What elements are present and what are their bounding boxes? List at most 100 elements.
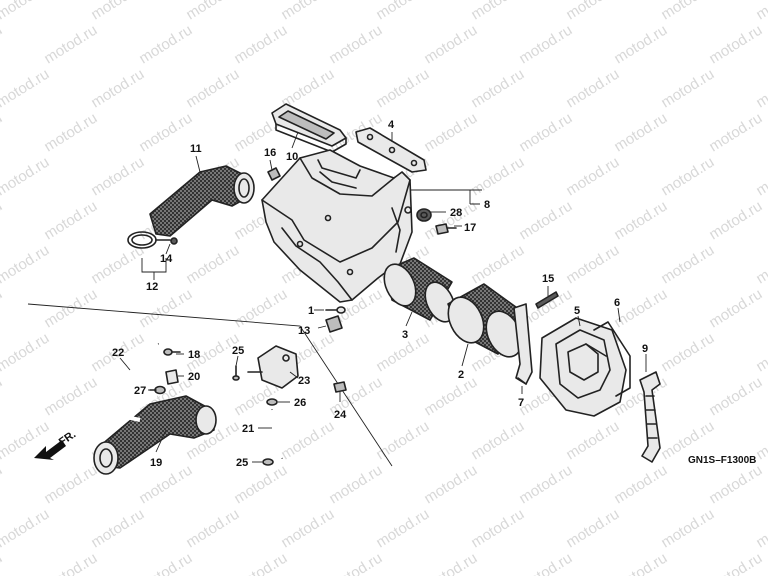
hose-clamp-part bbox=[127, 231, 178, 249]
callout-26: 26 bbox=[294, 397, 306, 409]
watermark-text: motod.ru bbox=[516, 550, 575, 576]
callout-18: 18 bbox=[188, 349, 200, 361]
watermark-text: motod.ru bbox=[563, 506, 622, 552]
watermark-text: motod.ru bbox=[706, 286, 765, 332]
watermark-text: motod.ru bbox=[0, 198, 5, 244]
callout-28: 28 bbox=[450, 207, 462, 219]
clip-25-lower-part bbox=[262, 458, 274, 466]
callout-1: 1 bbox=[308, 305, 314, 317]
watermark-text: motod.ru bbox=[326, 550, 385, 576]
watermark-text: motod.ru bbox=[183, 0, 242, 23]
watermark-text: motod.ru bbox=[658, 66, 717, 112]
watermark-text: motod.ru bbox=[136, 550, 195, 576]
watermark-text: motod.ru bbox=[231, 22, 290, 68]
callout-4: 4 bbox=[388, 119, 395, 131]
callout-2: 2 bbox=[458, 369, 464, 381]
watermark-text: motod.ru bbox=[0, 154, 52, 200]
watermark-text: motod.ru bbox=[421, 22, 480, 68]
callout-22: 22 bbox=[112, 347, 124, 359]
watermark-text: motod.ru bbox=[706, 374, 765, 420]
watermark-text: motod.ru bbox=[183, 66, 242, 112]
watermark-text: motod.ru bbox=[41, 286, 100, 332]
watermark-text: motod.ru bbox=[326, 462, 385, 508]
callout-17: 17 bbox=[464, 222, 476, 234]
watermark-text: motod.ru bbox=[706, 110, 765, 156]
callout-25-upper: 25 bbox=[232, 345, 244, 357]
watermark-text: motod.ru bbox=[0, 330, 52, 376]
watermark-text: motod.ru bbox=[563, 0, 622, 23]
mounting-bracket-part bbox=[355, 127, 427, 173]
watermark-text: motod.ru bbox=[373, 506, 432, 552]
callout-14: 14 bbox=[160, 253, 173, 265]
watermark-text: motod.ru bbox=[421, 374, 480, 420]
watermark-text: motod.ru bbox=[611, 110, 670, 156]
watermark-text: motod.ru bbox=[0, 286, 5, 332]
watermark-text: motod.ru bbox=[611, 550, 670, 576]
watermark-text: motod.ru bbox=[278, 506, 337, 552]
watermark-text: motod.ru bbox=[611, 22, 670, 68]
watermark-text: motod.ru bbox=[753, 154, 768, 200]
clip-25-upper-part bbox=[232, 365, 240, 381]
callout-10: 10 bbox=[286, 151, 298, 163]
clip-26-part bbox=[266, 398, 278, 406]
callout-5: 5 bbox=[574, 305, 580, 317]
clip-18-part bbox=[163, 348, 181, 356]
watermark-text: motod.ru bbox=[0, 550, 5, 576]
band-strap-part bbox=[513, 303, 533, 385]
callout-13: 13 bbox=[298, 325, 310, 337]
top-cover-part bbox=[271, 103, 347, 153]
watermark-text: motod.ru bbox=[658, 330, 717, 376]
watermark-text: motod.ru bbox=[753, 242, 768, 288]
watermark-text: motod.ru bbox=[706, 550, 765, 576]
callout-3: 3 bbox=[402, 329, 408, 341]
bolt-part bbox=[267, 167, 281, 181]
watermark-text: motod.ru bbox=[753, 330, 768, 376]
watermark-text: motod.ru bbox=[373, 66, 432, 112]
watermark-text: motod.ru bbox=[136, 462, 195, 508]
breather-hose-part bbox=[103, 342, 159, 422]
watermark-text: motod.ru bbox=[326, 22, 385, 68]
watermark-text: motod.ru bbox=[468, 0, 527, 23]
watermark-text: motod.ru bbox=[183, 242, 242, 288]
bolt-1-part bbox=[325, 306, 346, 314]
watermark-text: motod.ru bbox=[516, 198, 575, 244]
callout-20: 20 bbox=[188, 371, 200, 383]
separator-23-part bbox=[247, 345, 299, 389]
watermark-text: motod.ru bbox=[468, 506, 527, 552]
callout-12: 12 bbox=[146, 281, 158, 293]
callout-21: 21 bbox=[242, 423, 254, 435]
watermark-text: motod.ru bbox=[706, 198, 765, 244]
callout-27: 27 bbox=[134, 385, 146, 397]
watermark-text: motod.ru bbox=[658, 242, 717, 288]
watermark-text: motod.ru bbox=[0, 0, 52, 23]
callout-9: 9 bbox=[642, 343, 648, 355]
watermark-text: motod.ru bbox=[0, 110, 5, 156]
watermark-text: motod.ru bbox=[468, 242, 527, 288]
air-cleaner-cover-part bbox=[539, 317, 627, 417]
callout-7: 7 bbox=[518, 397, 524, 409]
watermark-text: motod.ru bbox=[0, 374, 5, 420]
watermark-text: motod.ru bbox=[753, 0, 768, 23]
watermark-text: motod.ru bbox=[0, 242, 52, 288]
element-core-part bbox=[383, 257, 456, 323]
watermark-text: motod.ru bbox=[563, 66, 622, 112]
callout-19: 19 bbox=[150, 457, 162, 469]
watermark-text: motod.ru bbox=[0, 22, 5, 68]
watermark-text: motod.ru bbox=[373, 418, 432, 464]
pin-part bbox=[535, 291, 559, 309]
callout-labels: 1 2 3 4 5 6 7 8 9 10 11 12 13 14 15 16 1… bbox=[112, 119, 648, 469]
watermark-text: motod.ru bbox=[516, 22, 575, 68]
plug-20-part bbox=[165, 369, 179, 385]
watermark-text: motod.ru bbox=[468, 418, 527, 464]
intake-duct-part bbox=[149, 165, 255, 237]
watermark-text: motod.ru bbox=[753, 506, 768, 552]
watermark-text: motod.ru bbox=[0, 506, 52, 552]
watermark-text: motod.ru bbox=[0, 66, 52, 112]
watermark-text: motod.ru bbox=[0, 462, 5, 508]
bolt-17-part bbox=[435, 223, 457, 235]
callout-6: 6 bbox=[614, 297, 620, 309]
watermark-text: motod.ru bbox=[88, 66, 147, 112]
watermark-text: motod.ru bbox=[88, 154, 147, 200]
strap-9-part bbox=[639, 371, 661, 463]
